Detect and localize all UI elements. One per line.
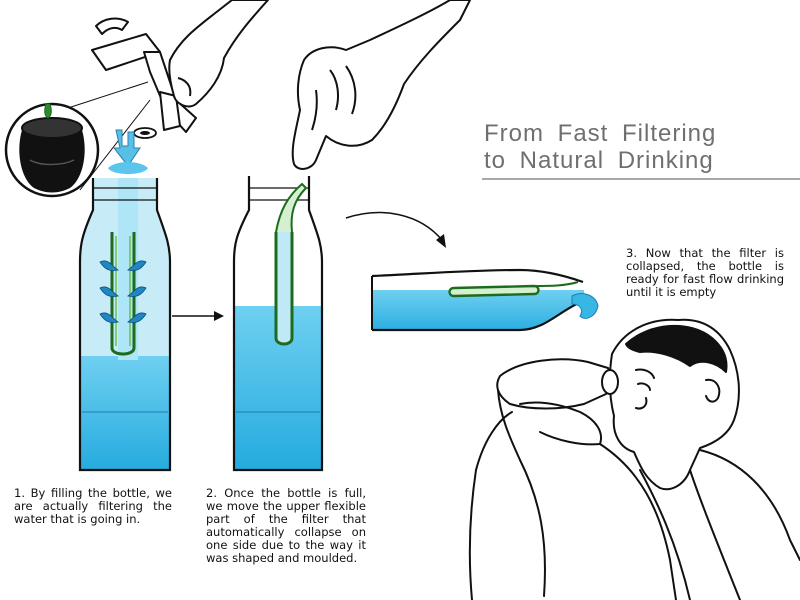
bottle-step-1 (78, 129, 172, 472)
title-line-2: to Natural Drinking (484, 147, 714, 174)
hand-on-faucet-drawing (168, 0, 269, 108)
arrow-step1-to-step2 (172, 311, 224, 321)
hand-pulling-filter-drawing (291, 0, 471, 170)
title-underline (482, 178, 800, 180)
zoom-inset-circle (4, 81, 151, 198)
caption-step-1: 1. By filling the bottle, we are actuall… (14, 486, 172, 526)
bottle-step-2 (232, 176, 324, 472)
diagram-title: From Fast Filtering to Natural Drinking (484, 120, 784, 174)
man-drinking-drawing (468, 318, 800, 600)
title-line-1: From Fast Filtering (484, 120, 717, 147)
bottle-step-3 (371, 268, 599, 332)
caption-step-3: 3. Now that the filter is collapsed, the… (626, 246, 784, 299)
arrow-step2-to-step3 (345, 211, 446, 248)
water-stream (108, 129, 148, 174)
caption-step-2: 2. Once the bottle is full, we move the … (206, 486, 366, 565)
sink-drain-drawing (133, 127, 157, 139)
faucet-drawing (91, 17, 197, 133)
